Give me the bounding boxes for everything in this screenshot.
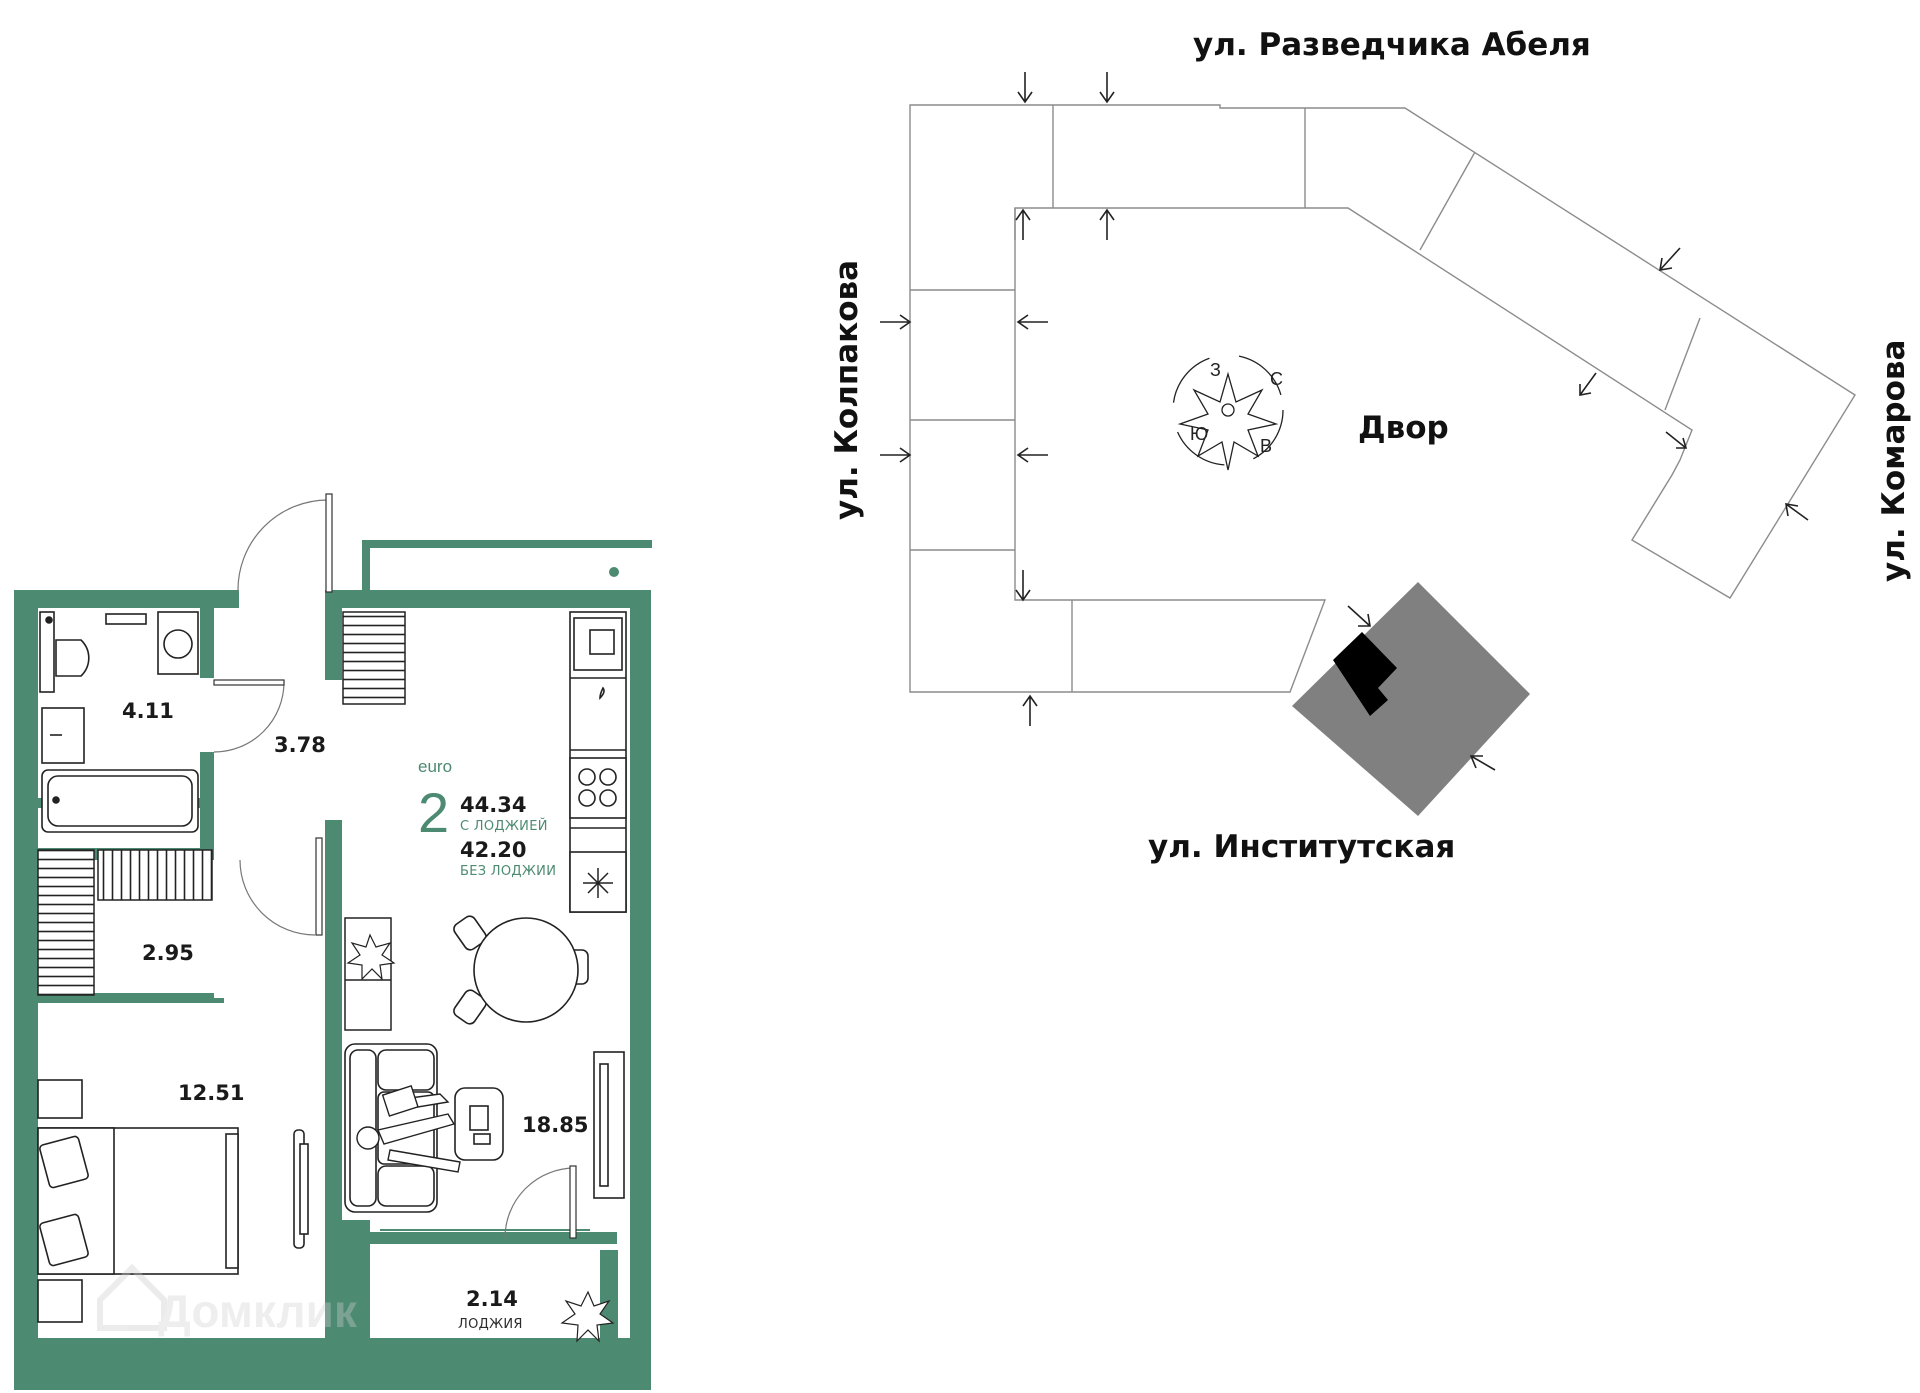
- loggia-plant-icon: [560, 1290, 615, 1343]
- area-total-caption: С ЛОДЖИЕЙ: [460, 818, 548, 834]
- dining-table: [453, 915, 589, 1025]
- area-living: 42.20: [460, 838, 526, 862]
- apartment-type-label: euro: [418, 757, 452, 776]
- watermark-text: Домклик: [158, 1285, 358, 1337]
- street-east: ул. Комарова: [1876, 340, 1912, 582]
- shelf-with-plant: [344, 917, 392, 1031]
- room-area-hallway: 3.78: [274, 733, 326, 757]
- watermark-logo: Домклик: [97, 1263, 358, 1337]
- coffee-table: [454, 1087, 504, 1161]
- entrance-arrows: [880, 72, 1809, 771]
- area-total: 44.34: [460, 793, 526, 817]
- room-area-loggia: 2.14: [466, 1287, 518, 1311]
- compass-south: Ю: [1190, 424, 1208, 444]
- compass-rose-icon: [1172, 354, 1284, 471]
- compass-north: С: [1270, 369, 1283, 389]
- exterior-walls: [14, 540, 652, 1390]
- room-area-wardrobe: 2.95: [142, 941, 194, 965]
- yard-label: Двор: [1358, 410, 1449, 446]
- highlighted-section: [1292, 582, 1530, 816]
- apartment-plan: Домклик 4.11 3.78 2.95 12.51 18.85 2.14 …: [14, 493, 652, 1390]
- bedroom-furniture: [37, 1079, 309, 1323]
- apartment-marker: [1333, 632, 1397, 716]
- bathroom-fixtures: [39, 611, 199, 833]
- snowflake-icon: [583, 868, 613, 898]
- building-outline: [909, 104, 1856, 693]
- tv-unit: [593, 1051, 625, 1199]
- doors: [213, 493, 577, 1239]
- lounging-person: [356, 1084, 461, 1173]
- radiators: [37, 611, 406, 996]
- rooms-count: 2: [418, 781, 449, 844]
- room-area-bedroom: 12.51: [178, 1081, 244, 1105]
- street-north: ул. Разведчика Абеля: [1193, 27, 1591, 63]
- loggia-caption: ЛОДЖИЯ: [458, 1317, 523, 1332]
- windows: [61, 1229, 607, 1373]
- room-area-bathroom: 4.11: [122, 699, 174, 723]
- compass-east: В: [1260, 436, 1272, 456]
- kitchen-units: [569, 611, 627, 913]
- street-south: ул. Институтская: [1148, 829, 1455, 865]
- room-area-kitchen-living: 18.85: [522, 1113, 588, 1137]
- plant-icon: [346, 933, 396, 981]
- compass-west: З: [1210, 360, 1221, 380]
- site-plan: С В Ю З Двор ул. Разведчика Абеля ул. Ин…: [829, 27, 1912, 865]
- street-west: ул. Колпакова: [829, 260, 865, 520]
- area-living-caption: БЕЗ ЛОДЖИИ: [460, 864, 556, 879]
